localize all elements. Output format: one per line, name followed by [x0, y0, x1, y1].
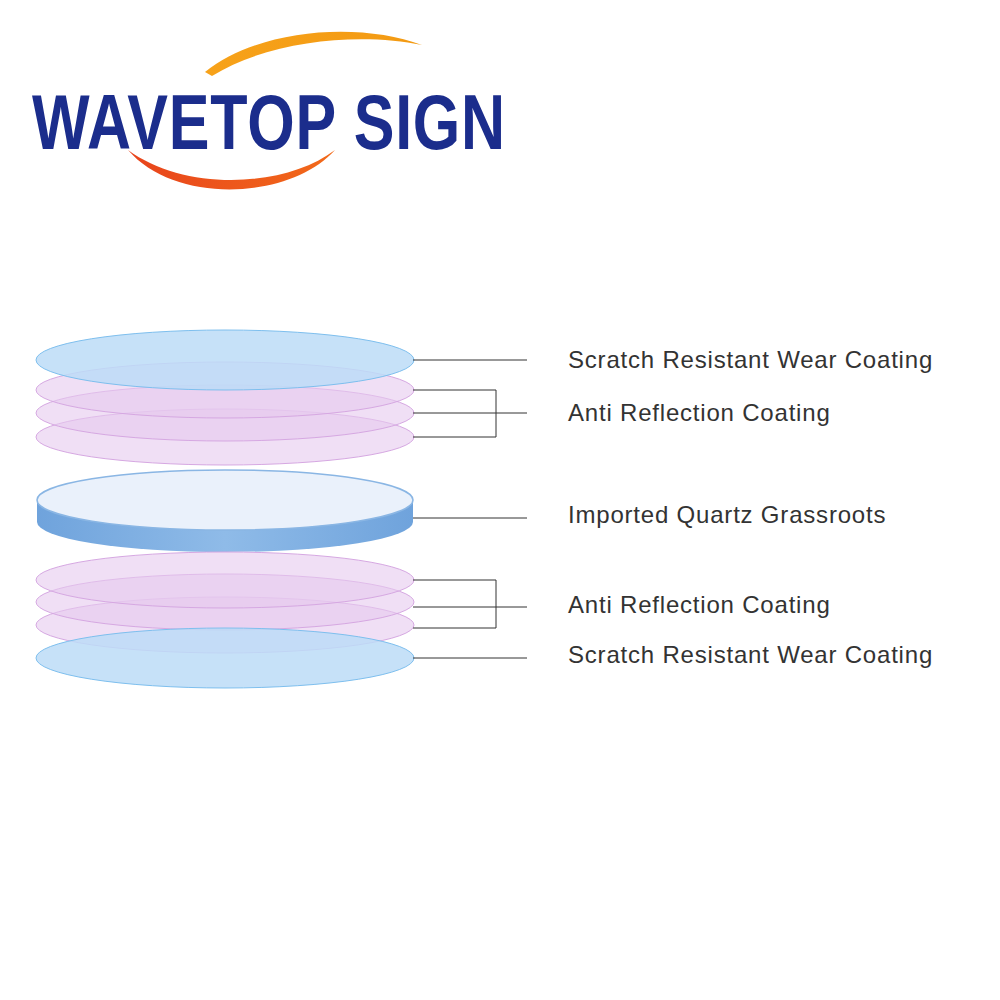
- layer-label: Scratch Resistant Wear Coating: [568, 346, 933, 374]
- coating-layer: [36, 628, 414, 688]
- quartz-disc: [37, 470, 413, 530]
- layer-label: Anti Reflection Coating: [568, 399, 831, 427]
- layer-label: Anti Reflection Coating: [568, 591, 831, 619]
- leader-lines: [413, 360, 527, 658]
- layer-label: Scratch Resistant Wear Coating: [568, 641, 933, 669]
- logo-text: WAVETOP SIGN: [32, 83, 506, 161]
- coating-layer: [36, 552, 414, 608]
- logo-swoosh: [205, 32, 422, 76]
- coating-layer: [36, 330, 414, 390]
- layer-label: Imported Quartz Grassroots: [568, 501, 886, 529]
